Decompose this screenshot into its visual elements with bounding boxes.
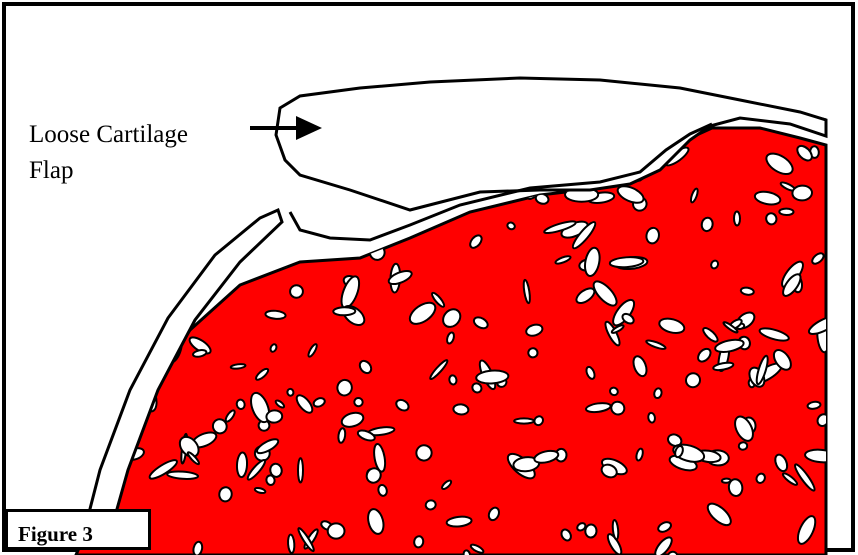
trabecular-hole	[779, 208, 793, 215]
trabecular-hole	[792, 185, 812, 201]
trabecular-hole	[298, 458, 303, 482]
trabecular-hole	[328, 523, 345, 538]
figure-caption: Figure 3	[18, 522, 93, 547]
trabecular-hole	[236, 399, 246, 410]
trabecular-hole	[722, 478, 731, 483]
trabecular-hole	[266, 475, 276, 486]
trabecular-hole	[648, 412, 656, 423]
trabecular-hole	[218, 486, 232, 502]
trabecular-hole	[528, 348, 538, 358]
trabecular-hole	[514, 418, 534, 423]
trabecular-hole	[453, 404, 469, 416]
trabecular-hole	[449, 375, 457, 385]
trabecular-hole	[236, 452, 247, 477]
trabecular-hole	[738, 442, 747, 450]
trabecular-hole	[734, 211, 740, 225]
loose-cartilage-label: Loose Cartilage Flap	[29, 117, 188, 189]
trabecular-hole	[287, 388, 294, 396]
trabecular-hole	[585, 524, 597, 538]
trabecular-hole	[413, 536, 424, 548]
trabecular-hole	[266, 410, 283, 424]
label-line-2: Flap	[29, 157, 73, 184]
label-line-1: Loose Cartilage	[29, 121, 188, 148]
trabecular-hole	[287, 534, 294, 553]
trabecular-hole	[290, 285, 303, 298]
trabecular-hole	[333, 307, 355, 315]
